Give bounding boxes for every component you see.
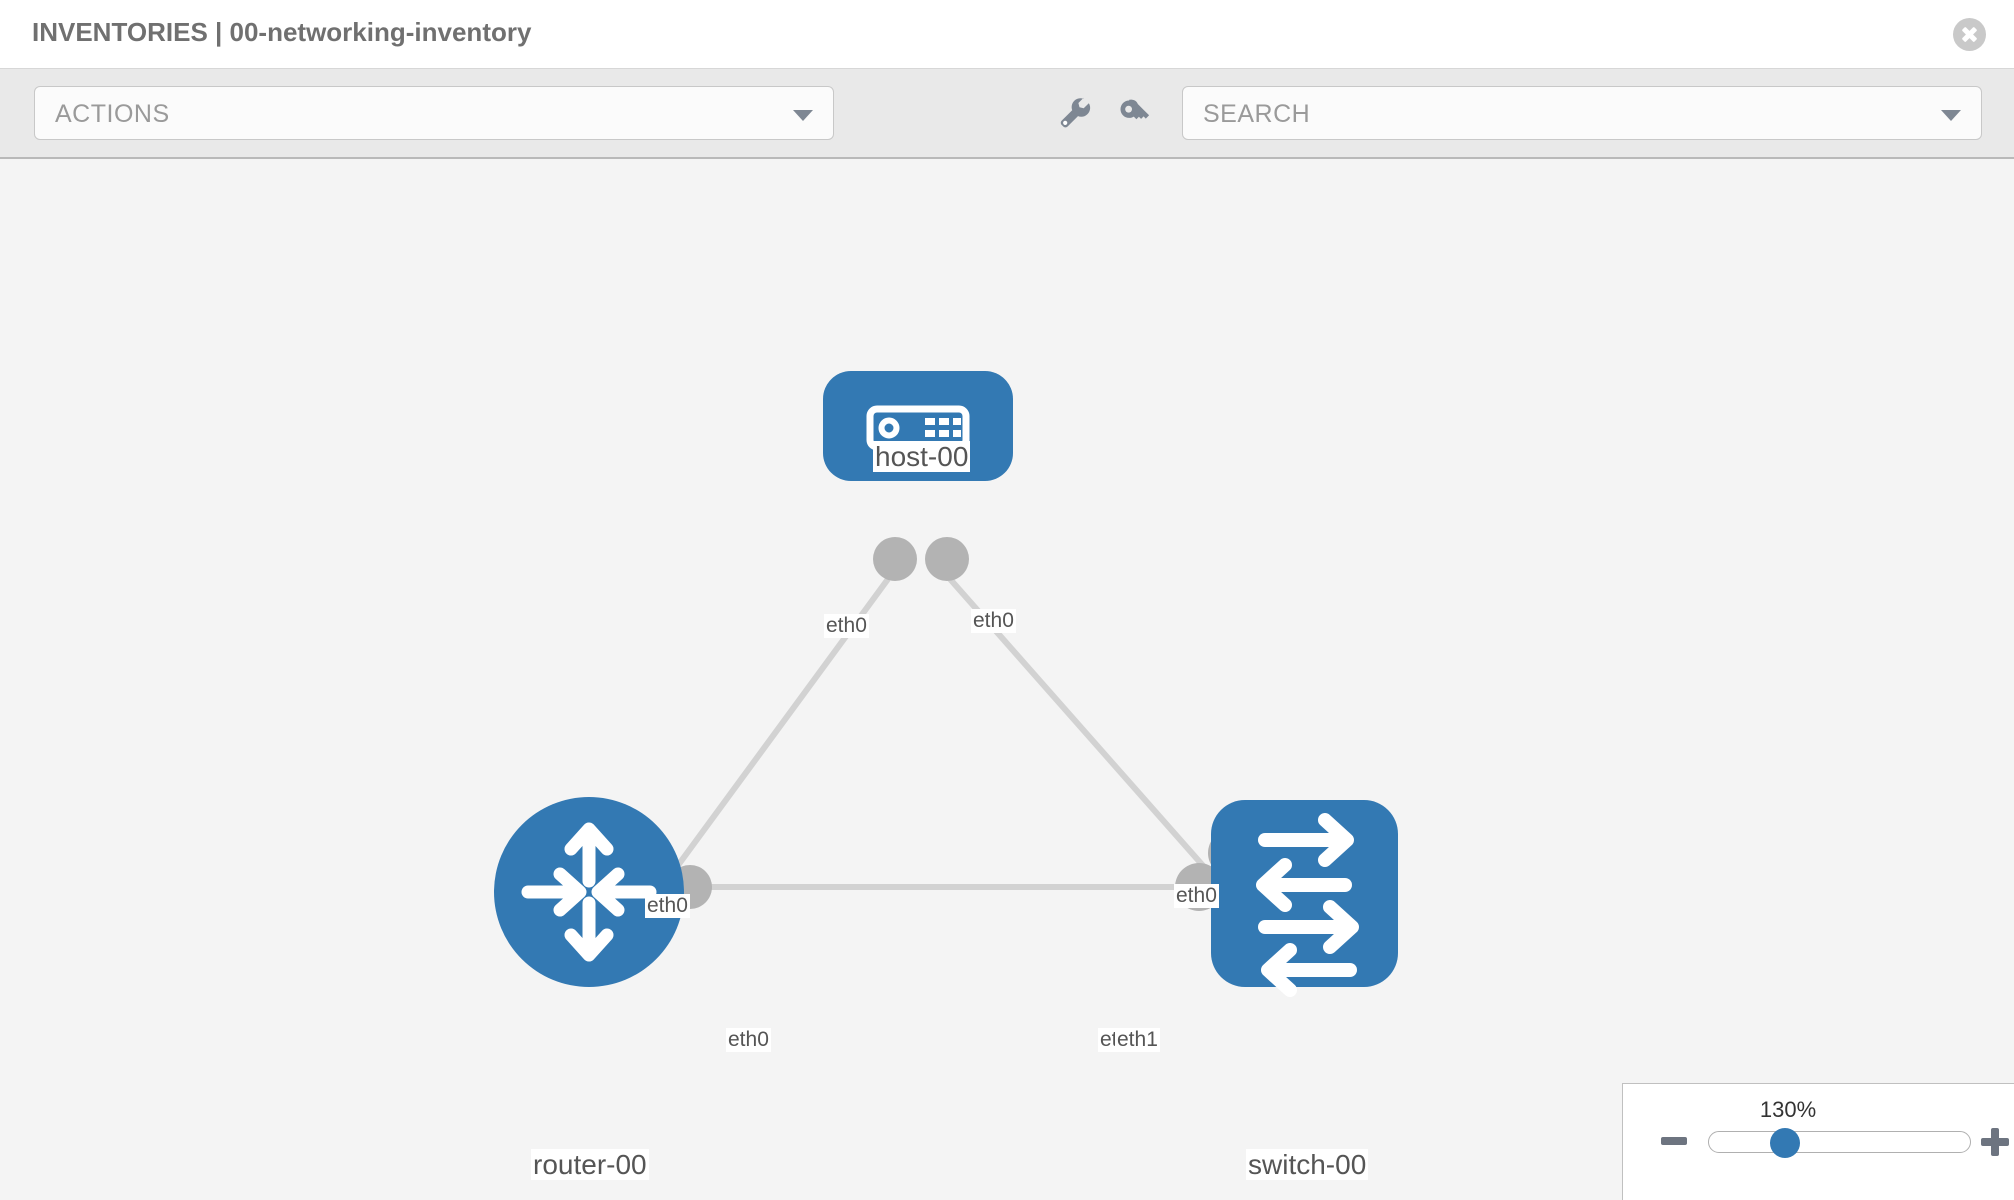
chevron-down-icon	[793, 110, 813, 121]
zoom-out-button[interactable]	[1661, 1137, 1687, 1145]
zoom-percent-label: 130%	[1759, 1097, 1817, 1122]
edge-label-switch00-eth1: eth1	[1115, 1028, 1160, 1052]
plus-icon-bar	[1991, 1128, 1999, 1156]
zoom-control-panel: 130%	[1622, 1083, 2014, 1200]
router-arrows-icon	[521, 822, 657, 962]
connector-host00-eth0-left[interactable]	[873, 537, 917, 581]
zoom-slider-track[interactable]	[1708, 1131, 1971, 1153]
page-title: INVENTORIES | 00-networking-inventory	[32, 17, 532, 47]
edge-label-switch00-uplink-eth0: eth0	[1174, 884, 1219, 908]
connector-host00-eth0-right[interactable]	[925, 537, 969, 581]
search-input[interactable]: SEARCH	[1182, 86, 1982, 140]
key-icon[interactable]	[1112, 91, 1156, 135]
zoom-slider-thumb[interactable]	[1770, 1128, 1800, 1158]
switch-arrows-icon	[1256, 813, 1359, 997]
edge-label-router00-eth0: eth0	[726, 1028, 771, 1052]
edge-label-host00-eth0-left: eth0	[824, 614, 869, 638]
chevron-down-icon	[1941, 110, 1961, 121]
search-placeholder: SEARCH	[1203, 100, 1311, 128]
wrench-icon[interactable]	[1052, 91, 1096, 135]
actions-dropdown[interactable]: ACTIONS	[34, 86, 834, 140]
topology-canvas[interactable]: host-00 router-00 switch-00 eth0 eth0 et…	[0, 159, 2014, 1200]
edge-label-host00-eth0-right: eth0	[971, 609, 1016, 633]
node-label-switch-00: switch-00	[1246, 1149, 1369, 1181]
topology-graph	[494, 371, 1398, 997]
node-label-router-00: router-00	[531, 1149, 649, 1181]
actions-dropdown-label: ACTIONS	[55, 100, 170, 128]
edge-label-router00-uplink-eth0: eth0	[645, 894, 690, 918]
close-icon[interactable]	[1953, 18, 1986, 51]
zoom-in-button[interactable]	[1981, 1128, 2009, 1156]
toolbar: ACTIONS SEARCH	[0, 69, 2014, 159]
edge-group	[665, 577, 1231, 896]
node-label-host-00: host-00	[873, 441, 971, 473]
node-router-00[interactable]	[494, 797, 684, 987]
node-switch-00[interactable]	[1211, 800, 1398, 997]
header-bar: INVENTORIES | 00-networking-inventory	[0, 0, 2014, 69]
